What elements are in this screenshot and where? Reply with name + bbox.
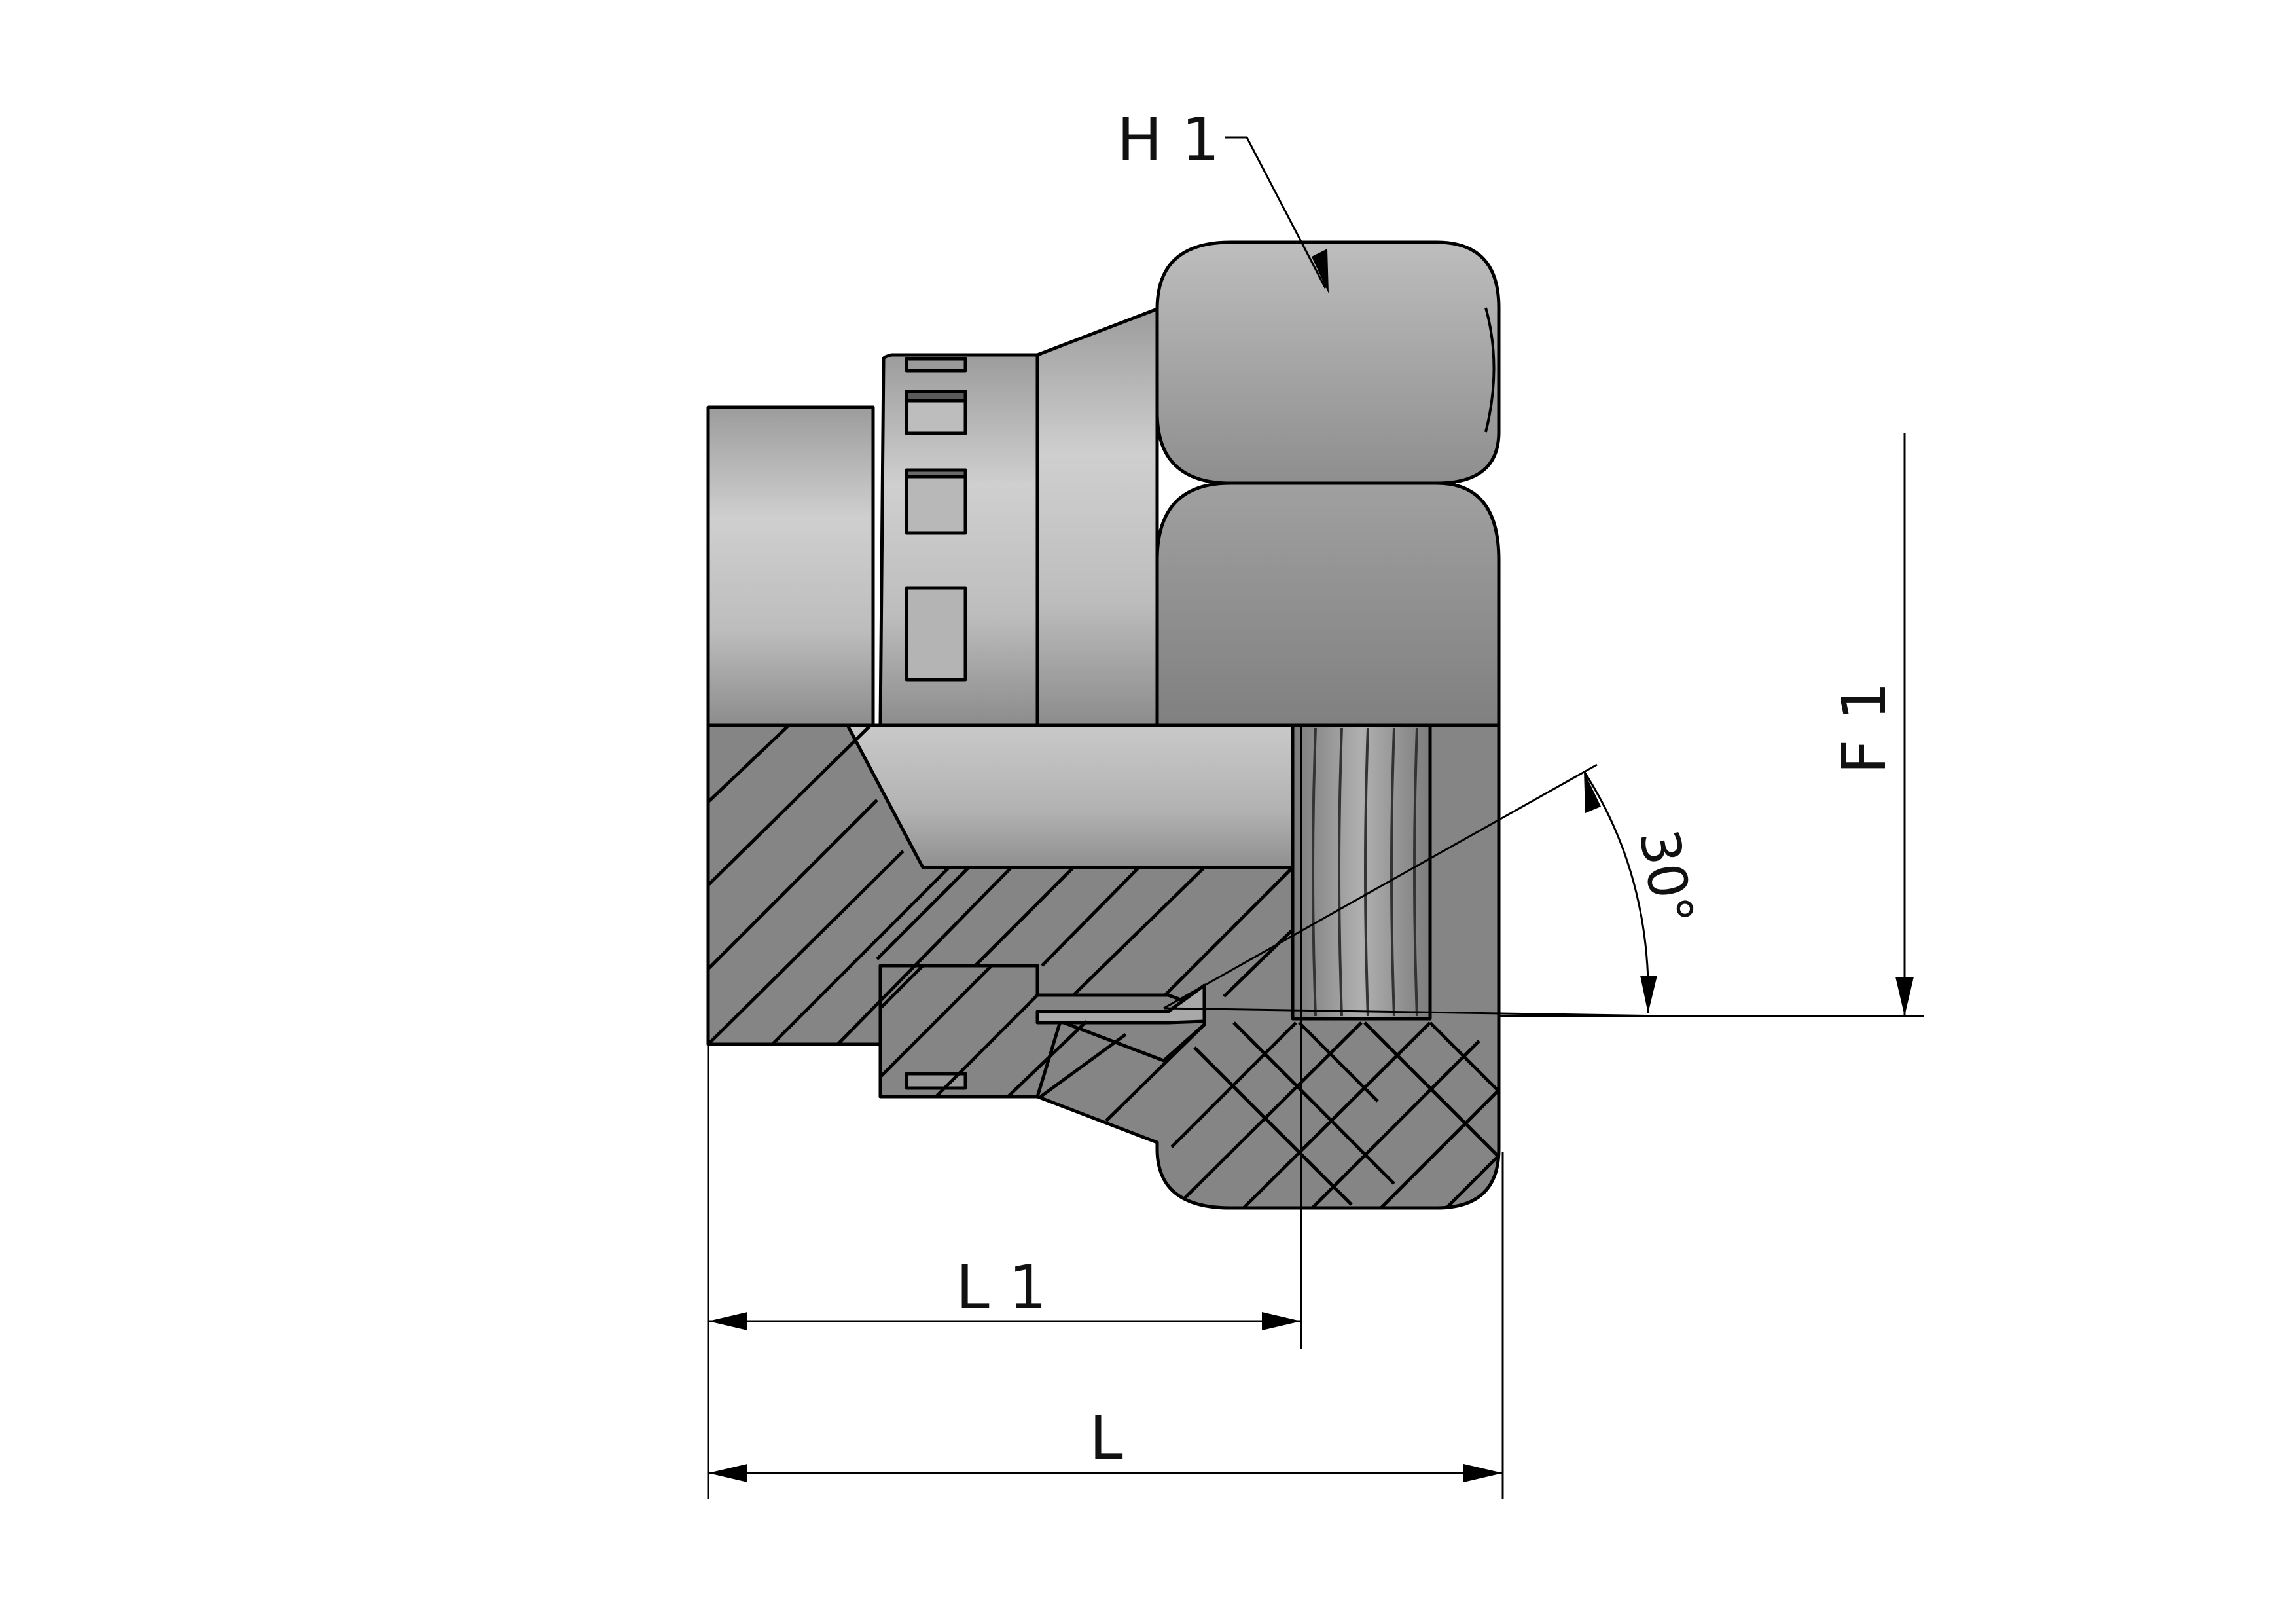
ring-slot-section (905, 1072, 967, 1090)
section-hatching (707, 724, 1500, 1209)
dimensions: L 1 L F 1 H 1 30° (707, 105, 1924, 1499)
dimension-h1: H 1 (1117, 105, 1329, 293)
ring-slot (905, 390, 967, 403)
label-f1: F 1 (1829, 682, 1899, 775)
nut-cone (1035, 307, 1159, 727)
seat-gap (1035, 983, 1206, 1025)
ring-slot (905, 468, 967, 535)
hex-flat-top (1155, 240, 1501, 485)
ring-slot (905, 586, 967, 682)
section-view (706, 723, 1501, 1210)
label-angle: 30° (1627, 825, 1705, 930)
bore (846, 723, 1295, 869)
tube-stub (706, 405, 875, 727)
external-view (706, 240, 1501, 727)
label-h1: H 1 (1117, 105, 1220, 175)
label-l1: L 1 (956, 1252, 1047, 1322)
dimension-l: L (708, 1403, 1503, 1482)
dimension-l1: L 1 (708, 1252, 1301, 1330)
dimension-angle: 30° (1163, 763, 1705, 1017)
ring-slot (905, 468, 967, 479)
label-l: L (1089, 1403, 1122, 1473)
hex-edge (1484, 307, 1496, 433)
ring-slot (905, 357, 967, 373)
dimension-f1: F 1 (1829, 433, 1914, 1016)
thread-grooves (1312, 727, 1418, 1017)
hex-flat-lower (1155, 481, 1501, 727)
